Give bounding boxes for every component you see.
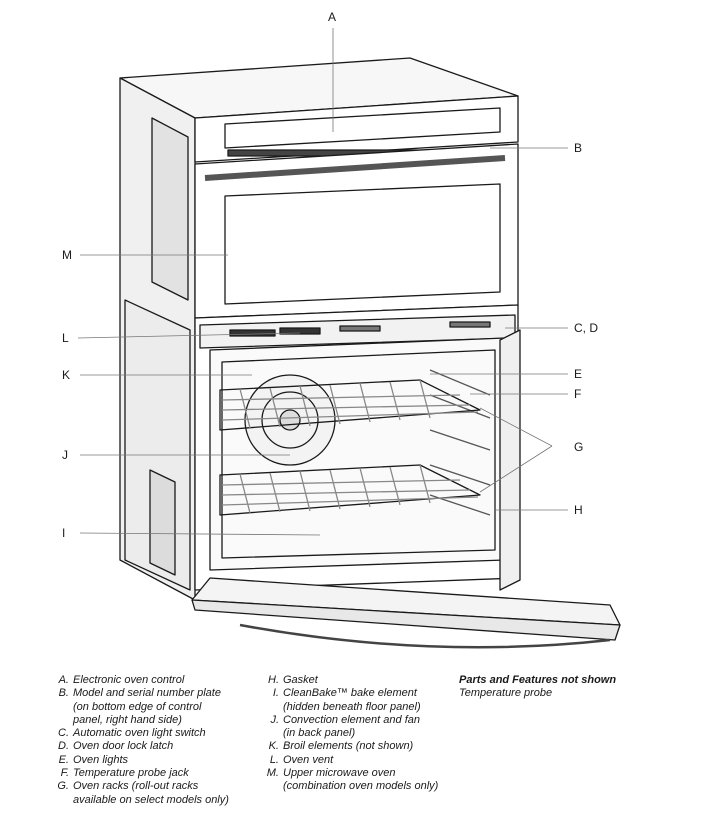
legend-text: (on bottom edge of control xyxy=(73,700,202,713)
callout-m: M xyxy=(62,248,72,262)
legend-item: (combination oven models only) xyxy=(262,780,438,793)
callout-l: L xyxy=(62,331,69,345)
legend-item: M. Upper microwave oven xyxy=(262,767,438,780)
legend-item: E. Oven lights xyxy=(55,754,229,767)
legend-text: Temperature probe jack xyxy=(73,767,189,780)
legend-item: (on bottom edge of control xyxy=(55,701,229,714)
legend-text: Model and serial number plate xyxy=(73,687,221,700)
callout-b: B xyxy=(574,141,582,155)
legend-key: E. xyxy=(58,753,69,766)
upper-rack xyxy=(219,379,481,431)
legend-item: I. CleanBake™ bake element xyxy=(262,687,438,700)
legend-text: Oven lights xyxy=(73,753,129,766)
legend-item: B. Model and serial number plate xyxy=(55,687,229,700)
legend-key: F. xyxy=(60,767,69,780)
legend-item: K. Broil elements (not shown) xyxy=(262,740,438,753)
legend-item: J. Convection element and fan xyxy=(262,714,438,727)
oven-diagram: A B M L C, D K E F G J H I xyxy=(62,10,621,649)
legend-text: Oven vent xyxy=(283,753,334,766)
legend-text: panel, right hand side) xyxy=(73,713,182,726)
legend-text: (hidden beneath floor panel) xyxy=(283,700,421,713)
legend-column-3: Parts and Features not shown Temperature… xyxy=(459,674,616,701)
legend-item: available on select models only) xyxy=(55,794,229,807)
legend-key: J. xyxy=(270,713,279,726)
callout-i: I xyxy=(62,526,65,540)
legend-item: (in back panel) xyxy=(262,727,438,740)
legend-key: K. xyxy=(268,740,279,753)
callout-j: J xyxy=(62,448,68,462)
legend-key: M. xyxy=(266,767,279,780)
legend-item: F. Temperature probe jack xyxy=(55,767,229,780)
legend-text: Convection element and fan xyxy=(283,713,420,726)
callout-f: F xyxy=(574,387,581,401)
legend-item: G. Oven racks (roll-out racks xyxy=(55,780,229,793)
legend-text: Gasket xyxy=(283,674,318,686)
legend-key: B. xyxy=(58,687,69,700)
legend-item: C. Automatic oven light switch xyxy=(55,727,229,740)
legend-key xyxy=(55,794,73,807)
legend-key: L. xyxy=(269,753,279,766)
legend-key: I. xyxy=(272,687,279,700)
legend-text: (combination oven models only) xyxy=(283,780,439,793)
legend-text: Upper microwave oven xyxy=(283,767,396,780)
legend-text: Oven racks (roll-out racks xyxy=(73,780,199,793)
callout-e: E xyxy=(574,367,582,381)
legend-text: CleanBake™ bake element xyxy=(283,687,417,700)
legend-key: D. xyxy=(58,740,69,753)
legend-item: (hidden beneath floor panel) xyxy=(262,701,438,714)
callout-k: K xyxy=(62,368,70,382)
legend-key: A. xyxy=(58,674,69,686)
legend-item: D. Oven door lock latch xyxy=(55,740,229,753)
not-shown-heading: Parts and Features not shown xyxy=(459,674,617,686)
legend-key xyxy=(55,701,73,714)
legend-item: H. Gasket xyxy=(262,674,438,687)
callout-h: H xyxy=(574,503,583,517)
legend-text: Oven door lock latch xyxy=(73,740,174,753)
legend-text: (in back panel) xyxy=(283,727,356,740)
lower-rack xyxy=(219,464,481,516)
legend-key xyxy=(55,714,73,727)
legend-text: Electronic oven control xyxy=(73,674,185,686)
legend-key xyxy=(262,727,283,740)
legend-text: available on select models only) xyxy=(73,793,229,806)
not-shown-item: Temperature probe xyxy=(459,687,553,700)
legend-text: Broil elements (not shown) xyxy=(283,740,414,753)
legend-item: L. Oven vent xyxy=(262,754,438,767)
legend-key: C. xyxy=(58,727,69,740)
legend-key xyxy=(262,780,283,793)
legend-item: panel, right hand side) xyxy=(55,714,229,727)
legend-item: A. Electronic oven control xyxy=(55,674,229,687)
callout-g: G xyxy=(574,440,583,454)
legend-key: H. xyxy=(268,674,279,686)
legend-key: G. xyxy=(57,780,69,793)
legend-text: Automatic oven light switch xyxy=(73,727,206,740)
legend-key xyxy=(262,701,283,714)
callout-a: A xyxy=(328,10,336,24)
oven-cavity xyxy=(209,337,506,571)
callout-cd: C, D xyxy=(574,321,598,335)
